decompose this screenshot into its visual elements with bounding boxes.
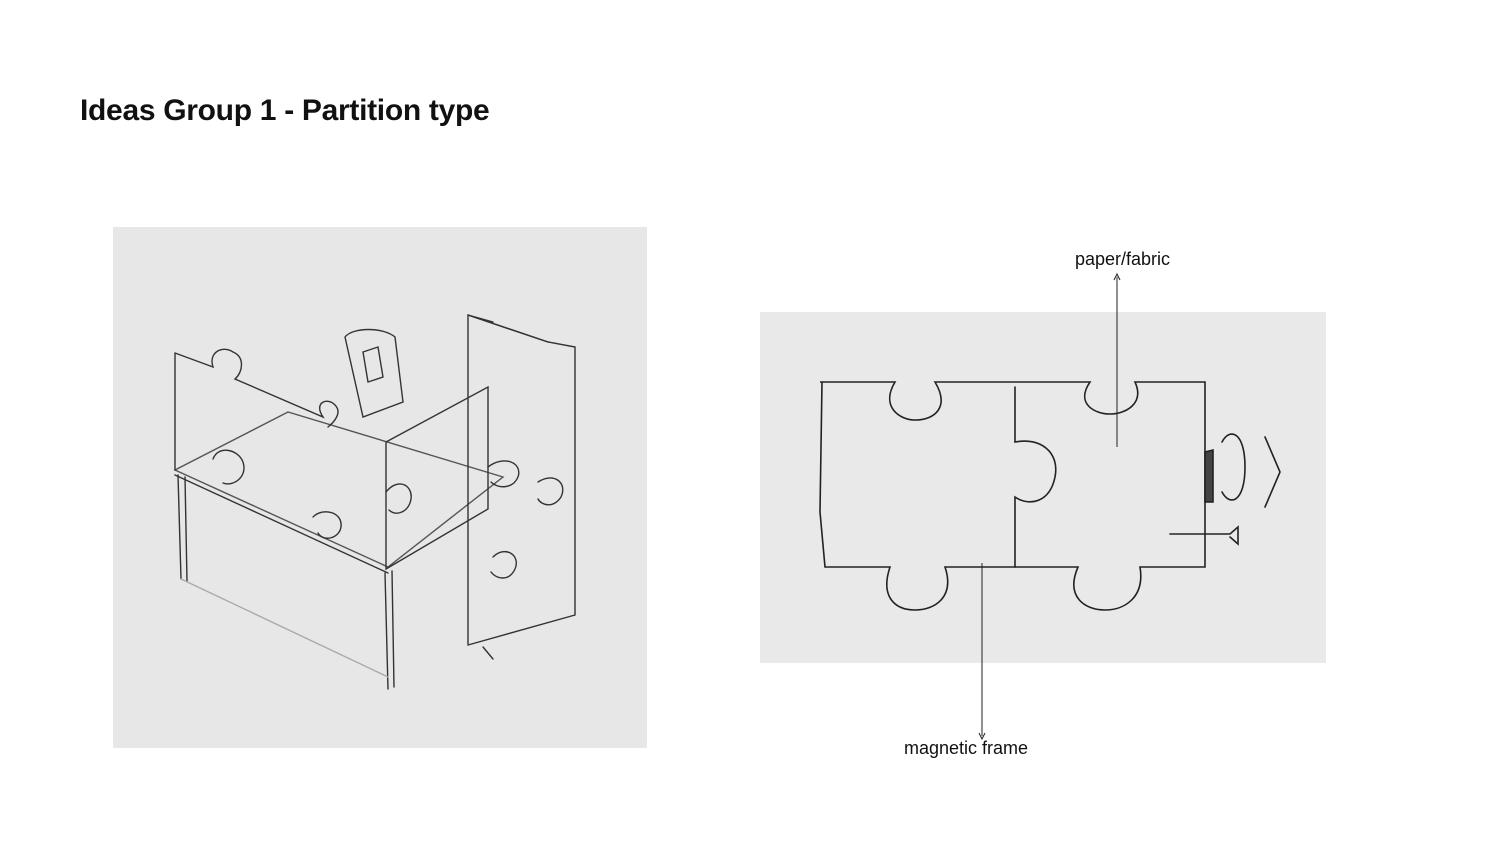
paper-fabric-label: paper/fabric	[1075, 249, 1171, 269]
puzzle-panel-sketch	[760, 312, 1326, 663]
partition-desk-sketch	[113, 227, 647, 748]
slide-title: Ideas Group 1 - Partition type	[80, 94, 490, 127]
magnetic-frame-label: magnetic frame	[904, 738, 1029, 758]
